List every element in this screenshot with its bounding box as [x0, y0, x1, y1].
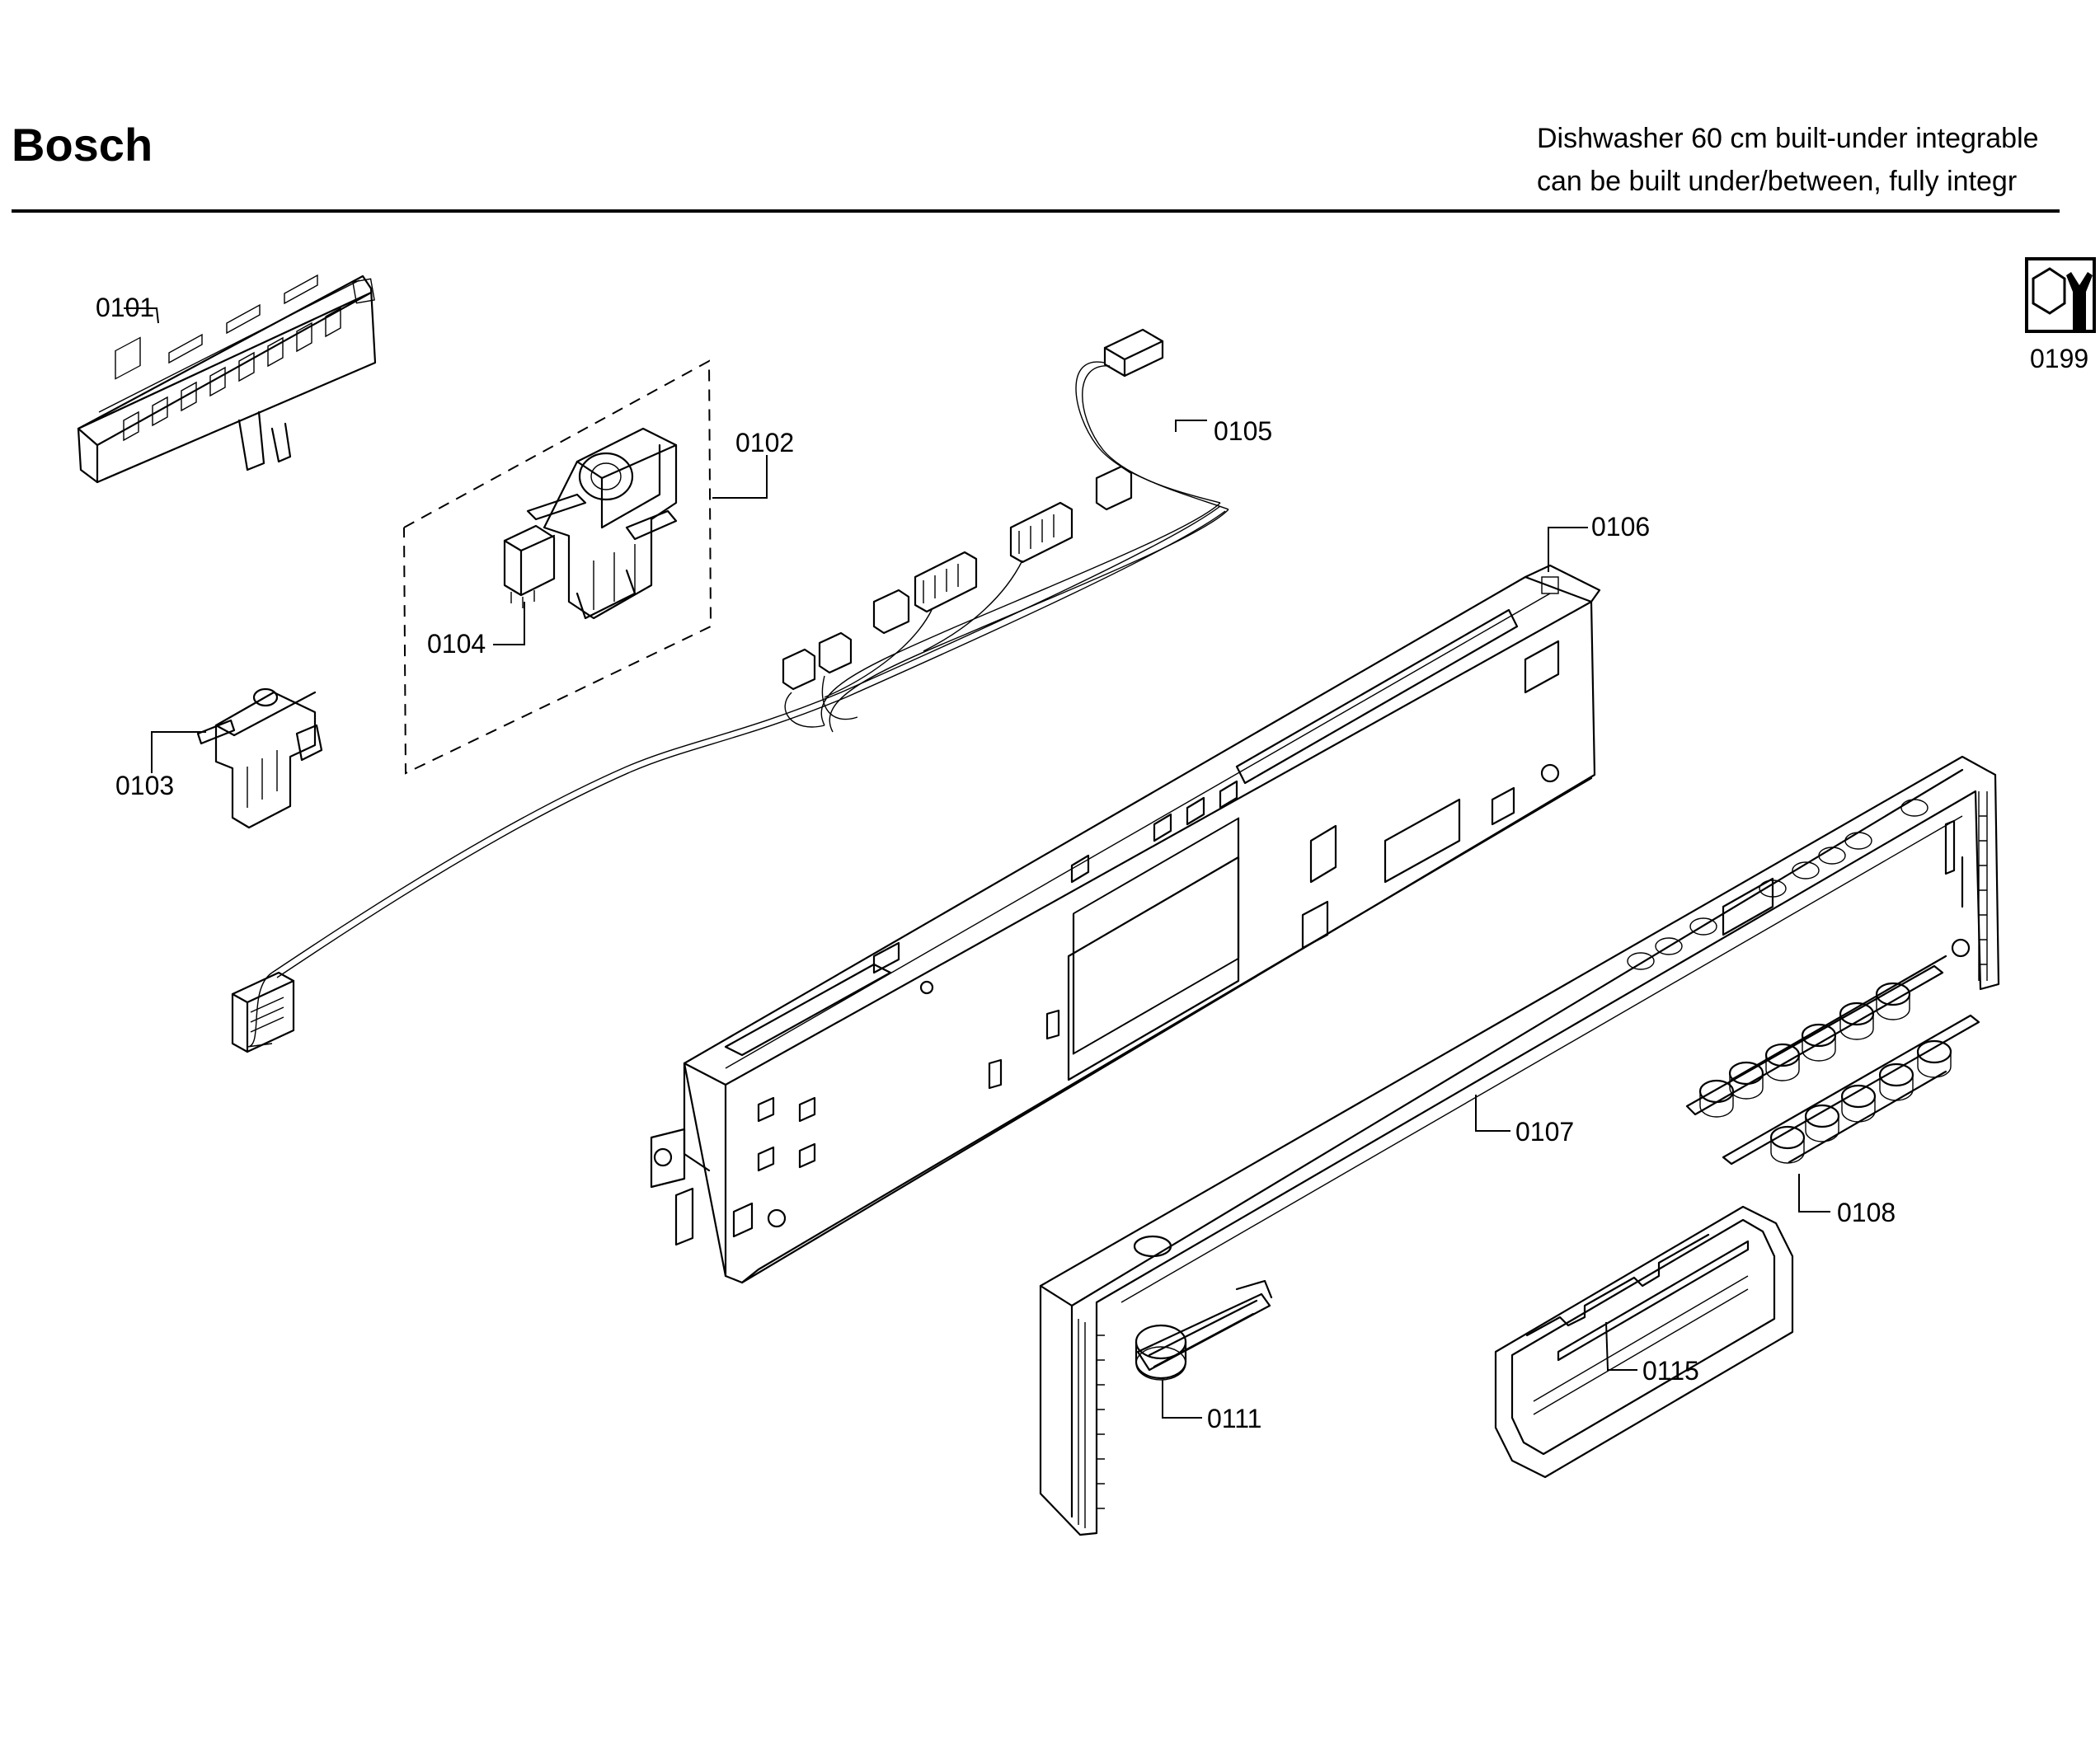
part-0106-control-panel-frame[interactable]: [650, 527, 1601, 1284]
callout-0102[interactable]: 0102: [735, 428, 794, 457]
brand-title: Bosch: [12, 119, 153, 171]
part-0104-suppressor[interactable]: [493, 524, 556, 645]
callout-0101[interactable]: 0101: [96, 293, 154, 322]
wrench-nut-icon[interactable]: [2025, 257, 2096, 333]
header-divider: [12, 209, 2060, 213]
model-description: Dishwasher 60 cm built-under integrable …: [1537, 117, 2039, 203]
description-line-1: Dishwasher 60 cm built-under integrable: [1537, 123, 2039, 154]
part-0102-main-switch[interactable]: [526, 427, 678, 620]
wrench-nut-icon-graphic: [2025, 257, 2096, 333]
part-0111-knob-lever[interactable]: [1135, 1279, 1273, 1419]
part-0115-handle[interactable]: [1494, 1205, 1794, 1479]
callout-0103[interactable]: 0103: [115, 771, 174, 800]
callout-0107[interactable]: 0107: [1515, 1117, 1574, 1147]
callout-0104[interactable]: 0104: [427, 629, 486, 659]
callout-0108[interactable]: 0108: [1837, 1198, 1896, 1227]
callout-0106[interactable]: 0106: [1591, 512, 1650, 542]
part-0103-door-switch[interactable]: [151, 687, 323, 829]
part-0102-group-box[interactable]: [403, 359, 768, 775]
callout-0199[interactable]: 0199: [2030, 344, 2088, 373]
part-0107-fascia[interactable]: [1039, 755, 2000, 1536]
part-0105-wiring-harness[interactable]: [231, 328, 1229, 1053]
part-0101-switch-block[interactable]: [77, 274, 377, 484]
part-0108-push-buttons[interactable]: [1685, 955, 1980, 1213]
callout-0105[interactable]: 0105: [1214, 416, 1272, 446]
callout-0115[interactable]: 0115: [1642, 1356, 1699, 1386]
callout-0111[interactable]: 0111: [1207, 1404, 1261, 1433]
description-line-2: can be built under/between, fully integr: [1537, 166, 2018, 197]
